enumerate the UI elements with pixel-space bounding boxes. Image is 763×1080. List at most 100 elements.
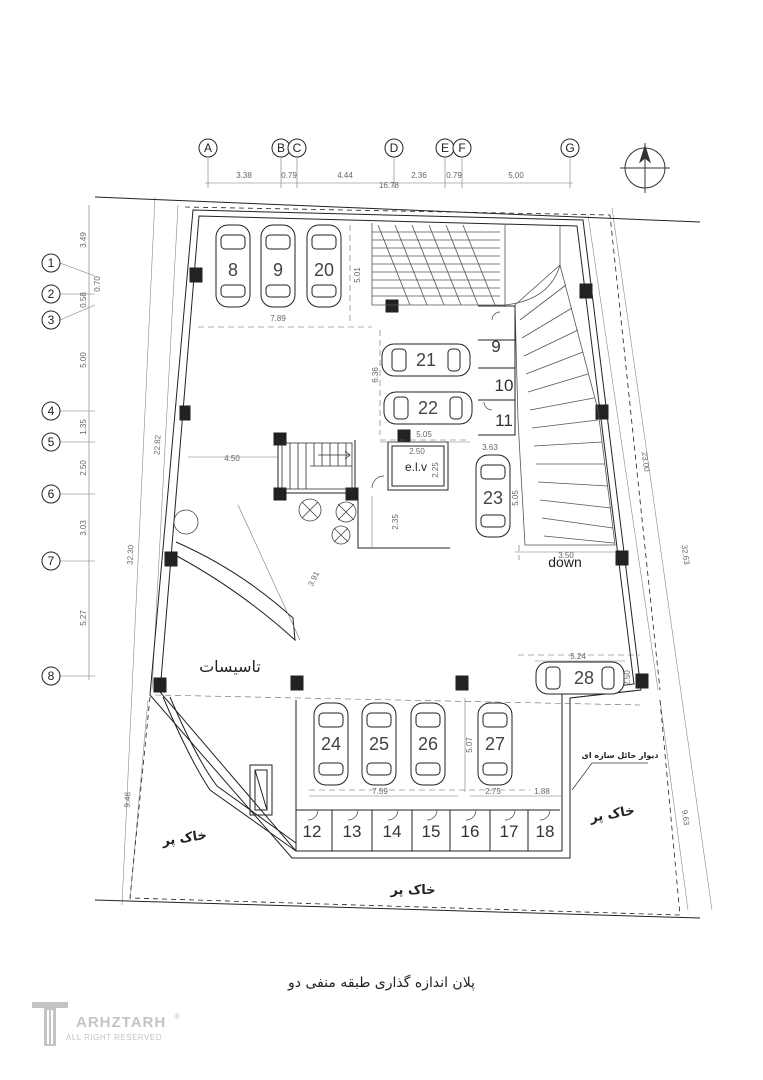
dim-inner-235: 2.35 (391, 514, 400, 530)
parking-cars (215, 224, 625, 786)
plant-symbols (173, 498, 357, 545)
axis-row-6: 6 (48, 487, 55, 501)
storage-label-16: 16 (461, 822, 480, 841)
car-23 (475, 454, 511, 538)
storage-label-17: 17 (500, 822, 519, 841)
core-stair (281, 442, 353, 490)
axis-row-8: 8 (48, 669, 55, 683)
car-28 (535, 661, 625, 695)
storage-label-13: 13 (343, 822, 362, 841)
elevator-label: e.l.v (405, 460, 427, 474)
parking-guidelines (154, 225, 641, 791)
dim-inner-501: 5.01 (353, 267, 362, 283)
axis-row-5: 5 (48, 435, 55, 449)
dim-inner-350: 3.50 (558, 551, 574, 560)
car-8 (215, 224, 251, 308)
storage-label-11: 11 (495, 411, 513, 430)
dim-inner-363: 3.63 (482, 443, 498, 452)
right-ramp-down (514, 264, 616, 546)
storage-label-9: 9 (491, 337, 500, 356)
dim-left-2: 0.70 (93, 276, 102, 292)
dim-inner-524: 5.24 (570, 652, 586, 661)
north-arrow-icon (620, 143, 670, 193)
dim-top-fg: 5.00 (508, 171, 524, 180)
dim-inner-507: 5.07 (465, 737, 474, 753)
axis-col-g: G (565, 141, 574, 155)
dim-inner-505h: 5.05 (511, 490, 520, 506)
axis-col-b: B (277, 141, 285, 155)
axis-row-4: 4 (48, 404, 55, 418)
lower-left-diagonal-wall (162, 696, 297, 852)
axis-col-e: E (441, 141, 449, 155)
axis-col-c: C (293, 141, 302, 155)
car-label-20: 20 (314, 260, 334, 280)
fill-soil-label-left: خاک پر (160, 828, 208, 849)
axis-row-2: 2 (48, 287, 55, 301)
dim-left-3: 0.58 (79, 292, 88, 308)
car-label-23: 23 (483, 488, 503, 508)
dim-inner-275: 2.75 (485, 787, 501, 796)
interior-dimension-lines (188, 441, 625, 797)
ramp-down-label: down (548, 554, 581, 570)
dim-left-5: 1.35 (79, 419, 88, 435)
car-25 (361, 702, 397, 786)
car-label-21: 21 (416, 350, 436, 370)
overall-dimensions: 32.30 22.82 9.48 32.63 23.00 9.63 (121, 196, 713, 911)
dim-left-8: 5.27 (79, 610, 88, 626)
car-24 (313, 702, 349, 786)
logo-wordmark: ARHZTARH (76, 1014, 167, 1031)
dim-right-lower: 9.63 (680, 809, 691, 826)
dim-left-1: 3.49 (79, 232, 88, 248)
axis-row-1: 1 (48, 256, 55, 270)
arhztarh-logo: ARHZTARH ALL RIGHT RESERVED ® (30, 1000, 190, 1050)
dim-inner-250b: 2.50 (623, 670, 632, 686)
axis-row-7: 7 (48, 554, 55, 568)
left-axis-grid: 1 2 3 4 5 6 7 8 3.49 0.70 0.58 5.00 1.35… (41, 205, 102, 686)
dim-left-upper: 22.82 (152, 434, 162, 455)
dim-top-cd: 4.44 (337, 171, 353, 180)
drawing-caption: پلان اندازه گذاری طبقه منفی دو (288, 975, 475, 991)
dim-inner-505w: 5.05 (416, 430, 432, 439)
storage-doors (307, 311, 551, 821)
car-label-24: 24 (321, 734, 341, 754)
axis-row-3: 3 (48, 313, 55, 327)
logo-column-icon (32, 1002, 68, 1046)
retaining-wall-label: دیوار حائل سازه ای (581, 751, 658, 760)
axis-col-f: F (458, 141, 465, 155)
dim-inner-636: 6.36 (371, 367, 380, 383)
storage-label-18: 18 (536, 822, 555, 841)
car-label-27: 27 (485, 734, 505, 754)
car-27 (477, 702, 513, 786)
dim-left-6: 2.50 (79, 460, 88, 476)
dim-left-7: 3.03 (79, 520, 88, 536)
logo-registered: ® (174, 1012, 180, 1021)
upper-ramp (371, 223, 561, 306)
retaining-wall-leader (571, 762, 648, 791)
axis-col-a: A (204, 141, 212, 155)
dim-top-total: 16.78 (379, 181, 400, 190)
dim-inner-225: 2.25 (431, 462, 440, 478)
dim-inner-789: 7.89 (270, 314, 286, 323)
car-26 (410, 702, 446, 786)
car-21 (381, 343, 471, 377)
dim-inner-188: 1.88 (534, 787, 550, 796)
dim-inner-450: 4.50 (224, 454, 240, 463)
car-22 (383, 391, 473, 425)
storage-label-15: 15 (422, 822, 441, 841)
car-label-25: 25 (369, 734, 389, 754)
facilities-label: تاسیسات (199, 657, 261, 676)
car-label-22: 22 (418, 398, 438, 418)
car-label-9: 9 (273, 260, 283, 280)
dim-inner-759: 7.59 (372, 787, 388, 796)
fill-soil-label-right: خاک پر (588, 803, 636, 826)
dim-left-total: 32.30 (125, 544, 135, 565)
top-axis-grid: A B C D E F G 3.38 0.79 4.44 2.36 0.79 5… (198, 138, 580, 190)
structural-columns (153, 267, 649, 693)
fill-soil-label-bottom: خاک پر (389, 883, 435, 898)
car-20 (306, 224, 342, 308)
dim-inner-391: 3.91 (306, 569, 321, 587)
dim-top-ab: 3.38 (236, 171, 252, 180)
dim-right-total: 32.63 (680, 544, 692, 566)
dim-right-upper: 23.00 (640, 451, 652, 473)
